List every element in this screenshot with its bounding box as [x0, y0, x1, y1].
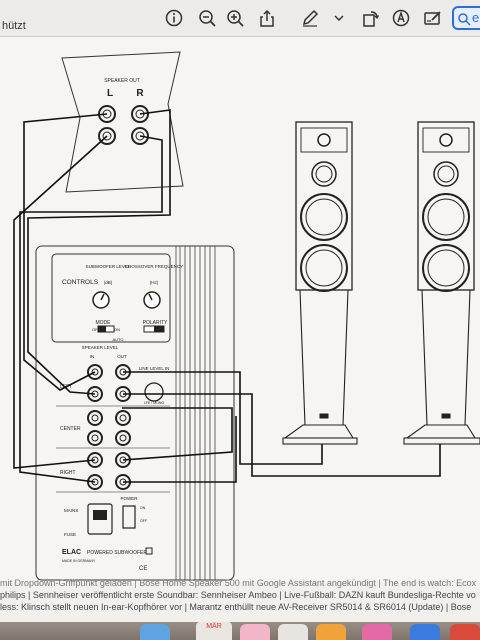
fuse-label: FUSE: [64, 532, 76, 537]
center-input-label: CENTER: [60, 426, 81, 432]
right-channel-label: R: [136, 88, 144, 99]
subwoofer-level-label: SUBWOOFER LEVEL: [86, 264, 131, 269]
mains-socket: [87, 503, 113, 535]
dock-app-icon[interactable]: [316, 624, 346, 640]
mains-label: MAINS: [64, 508, 78, 513]
power-label: POWER: [120, 496, 138, 501]
zoom-out-icon[interactable]: [195, 6, 219, 30]
speaker-level-label: SPEAKER LEVEL: [82, 345, 119, 350]
calendar-month: MÄR: [206, 623, 222, 630]
mode-auto-label: AUTO: [112, 337, 123, 342]
edit-form-icon[interactable]: [421, 6, 445, 30]
dock: MÄR: [0, 622, 480, 640]
mode-label: MODE: [96, 320, 112, 326]
markup-pen-icon[interactable]: [298, 6, 322, 30]
dock-app-icon[interactable]: [140, 624, 170, 640]
dock-app-icon[interactable]: [450, 624, 480, 640]
mode-on-label: ON: [114, 327, 120, 332]
brand-logo: ELAC: [62, 549, 81, 556]
polarity-label: POLARITY: [143, 320, 168, 326]
dock-app-icon[interactable]: [410, 624, 440, 640]
subwoofer-level-unit: (dB): [104, 280, 113, 285]
crossover-unit: (Hz): [150, 280, 159, 285]
tower-speaker-right: [403, 121, 480, 445]
wiring-diagram: SPEAKER OUT L R CONTROLS SUBWOOFER LE: [13, 51, 480, 581]
lfe-mono-label: LFE / MONO: [144, 401, 165, 405]
ticker-line-2[interactable]: philips | Sennheiser veröffentlicht erst…: [0, 590, 476, 600]
window-title: hützt: [2, 20, 26, 32]
subwoofer-panel: CONTROLS SUBWOOFER LEVEL (dB) CROSSOVER …: [35, 245, 235, 581]
right-input-label: RIGHT: [60, 470, 76, 476]
annotate-icon[interactable]: [389, 6, 413, 30]
crossover-label: CROSSOVER FREQUENCY: [125, 264, 183, 269]
speaker-out-panel: SPEAKER OUT L R: [61, 51, 184, 193]
speaker-terminals: [87, 364, 131, 490]
info-icon[interactable]: [162, 6, 186, 30]
tower-speaker-left: [282, 121, 358, 445]
zoom-in-icon[interactable]: [223, 6, 247, 30]
document-page: SPEAKER OUT L R CONTROLS SUBWOOFER LE: [0, 37, 480, 597]
power-on-label: ON: [140, 506, 146, 510]
news-ticker: mit Dropdown-Griffpunkt geladen | Bose H…: [0, 578, 480, 622]
in-label: IN: [90, 354, 95, 359]
made-in-label: MADE IN GERMANY: [62, 559, 96, 563]
search-text: e: [472, 10, 480, 25]
product-label: POWERED SUBWOOFER: [87, 550, 147, 556]
photos-app-icon[interactable]: [240, 624, 270, 640]
calendar-app-icon[interactable]: MÄR: [196, 622, 232, 640]
svg-text:CE: CE: [139, 566, 147, 572]
out-label: OUT: [117, 354, 127, 359]
speaker-out-label: SPEAKER OUT: [104, 78, 140, 84]
chevron-down-icon[interactable]: [327, 6, 351, 30]
share-icon[interactable]: [255, 6, 279, 30]
power-off-label: OFF: [140, 519, 147, 523]
search-icon: [458, 13, 471, 26]
rotate-icon[interactable]: [358, 6, 382, 30]
ticker-line-3[interactable]: less: Klinsch stellt neuen In-ear-Kopfhö…: [0, 602, 472, 612]
power-switch[interactable]: [122, 505, 136, 529]
search-field[interactable]: e: [452, 6, 480, 30]
preview-toolbar: hützt e: [0, 0, 480, 37]
mode-off-label: OFF: [92, 327, 101, 332]
dock-app-icon[interactable]: [278, 624, 308, 640]
controls-label: CONTROLS: [62, 279, 99, 286]
dock-app-icon[interactable]: [362, 624, 392, 640]
left-channel-label: L: [107, 88, 113, 99]
ticker-line-1[interactable]: mit Dropdown-Griffpunkt geladen | Bose H…: [0, 578, 477, 588]
speaker-cables: [13, 109, 441, 483]
line-level-in-label: LINE LEVEL IN: [139, 366, 170, 371]
